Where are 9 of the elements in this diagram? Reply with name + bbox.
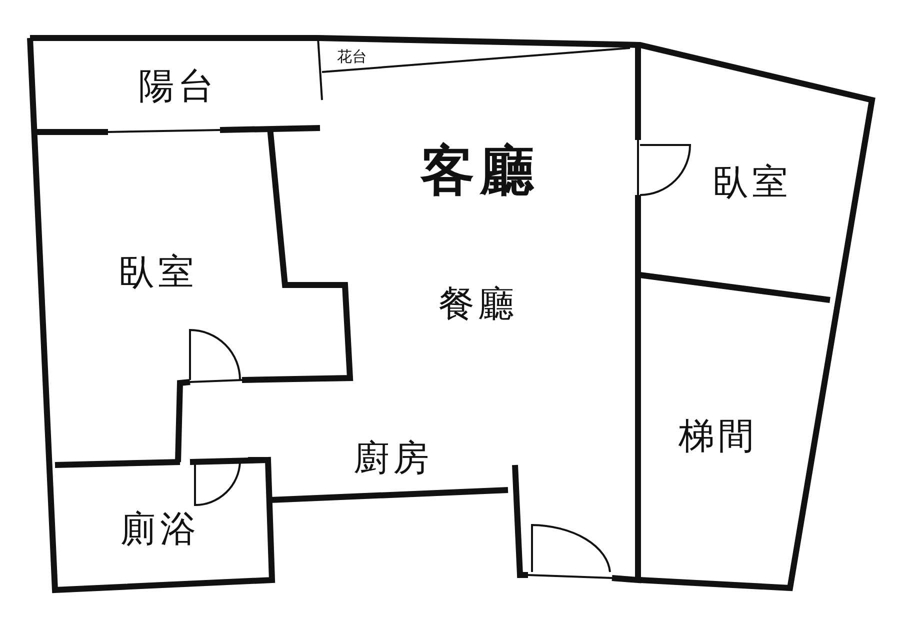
room-label: 廁浴 — [120, 512, 200, 548]
room-label: 臥室 — [712, 165, 792, 201]
room-label: 客廳 — [420, 143, 540, 197]
room-label: 陽台 — [138, 69, 218, 105]
room-label: 花台 — [337, 50, 367, 64]
room-label: 梯間 — [678, 419, 758, 455]
room-label: 廚房 — [353, 441, 433, 477]
room-label: 餐廳 — [438, 287, 518, 323]
room-label: 臥室 — [118, 255, 198, 291]
